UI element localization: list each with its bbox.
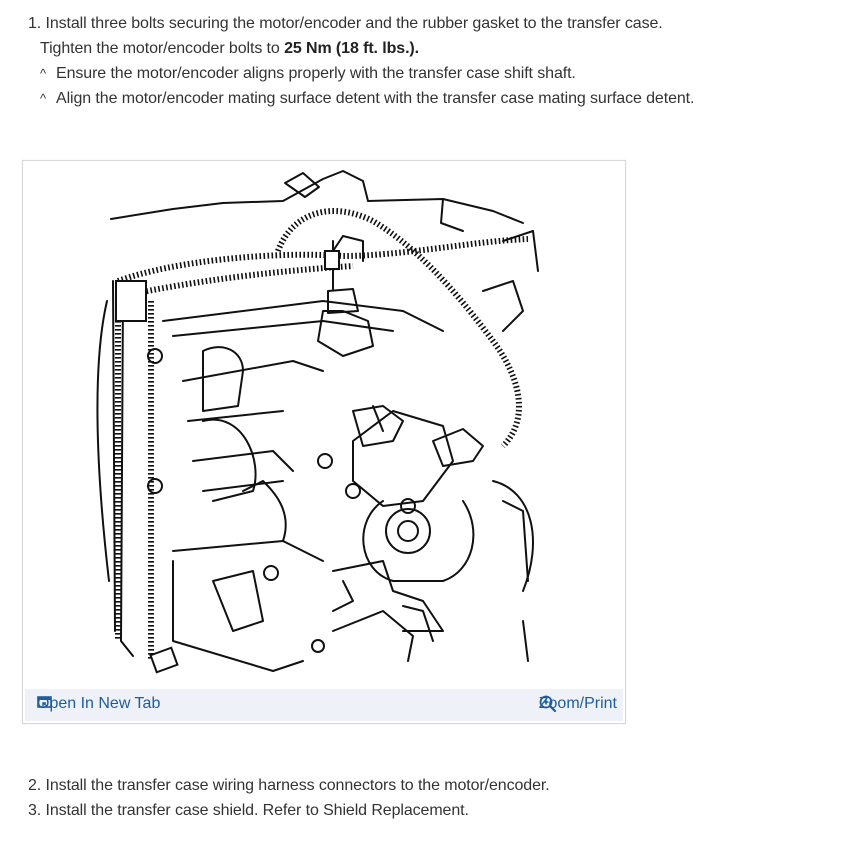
open-in-new-tab-link[interactable]: Open In New Tab	[37, 695, 160, 713]
torque-instruction: Tighten the motor/encoder bolts to	[40, 40, 285, 57]
step-2: 2. Install the transfer case wiring harn…	[28, 777, 550, 794]
zoom-print-label: Zoom/Print	[538, 695, 617, 712]
torque-value: 25 Nm (18 ft. lbs.).	[284, 40, 419, 57]
magnifier-plus-icon	[539, 695, 556, 713]
open-in-new-tab-label: Open In New Tab	[37, 695, 161, 712]
step-1-line-1: 1. Install three bolts securing the moto…	[28, 15, 663, 32]
bullet-2: ^ Align the motor/encoder mating surface …	[40, 86, 694, 111]
illustration-figure: Open In New Tab Zoom/Print	[22, 160, 626, 724]
transfer-case-motor-encoder-illustration	[96, 170, 539, 674]
bullet-2-text: Align the motor/encoder mating surface d…	[56, 90, 695, 107]
bullet-marker: ^	[40, 66, 47, 81]
external-link-icon	[37, 696, 52, 708]
figure-action-bar: Open In New Tab Zoom/Print	[25, 689, 623, 721]
step-3: 3. Install the transfer case shield. Ref…	[28, 802, 469, 819]
bullet-1: ^ Ensure the motor/encoder aligns properl…	[40, 61, 576, 86]
bullet-1-text: Ensure the motor/encoder aligns properly…	[56, 65, 576, 82]
zoom-print-link[interactable]: Zoom/Print	[539, 695, 617, 713]
bullet-marker: ^	[40, 91, 47, 106]
step-1-line-2: Tighten the motor/encoder bolts to 25 Nm…	[40, 36, 419, 61]
